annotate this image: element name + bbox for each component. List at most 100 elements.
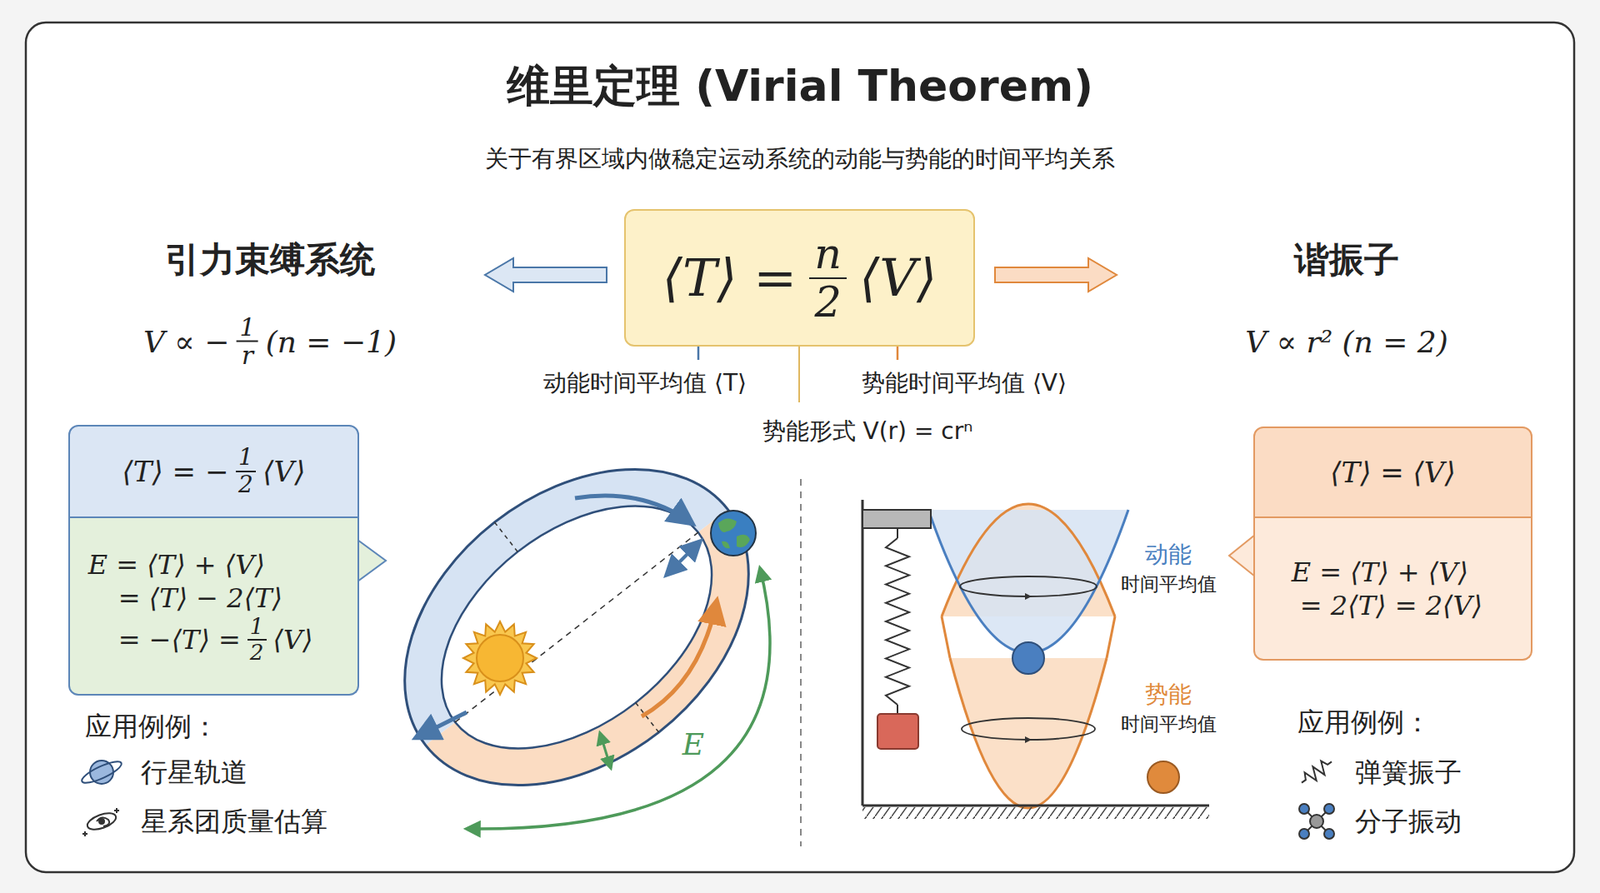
text-row: 势能形式 V(r) = crⁿ: [759, 416, 975, 446]
text-row: V ∝ −1r(n = −1): [140, 314, 401, 370]
energy-arc: [466, 568, 770, 830]
left-block-arrow: [485, 258, 607, 292]
text-row: E: [679, 725, 709, 764]
earth-part: [736, 535, 750, 548]
molecule-icon-part: [1305, 810, 1329, 834]
galaxy-icon-part: [82, 808, 120, 837]
oscillator-part: [928, 510, 1129, 654]
spring-mass-part: [861, 500, 865, 806]
earth-part: [710, 510, 756, 556]
text-row: = −⟨T⟩ =12⟨V⟩: [115, 615, 316, 665]
text-row: 引力束缚系统: [160, 238, 380, 283]
label-group: 弹簧振子: [1351, 755, 1465, 790]
label-group: 应用例例：: [1294, 705, 1435, 740]
label-group: 动能时间平均值 ⟨T⟩: [540, 368, 750, 398]
molecule-icon-part: [1299, 804, 1310, 815]
planet-icon-part: [79, 758, 124, 788]
orbit-arrow: [600, 733, 611, 769]
formula-text: E = ⟨T⟩ + ⟨V⟩: [1291, 555, 1469, 590]
denominator: 2: [235, 472, 256, 499]
text-row: 时间平均值: [1118, 712, 1220, 737]
spring-mass-part: [877, 714, 919, 750]
text-row: 动能时间平均值 ⟨T⟩: [540, 368, 750, 398]
label: 行星轨道: [140, 755, 248, 790]
galaxy-icon-part: [99, 819, 105, 825]
label: 动能: [1145, 540, 1192, 570]
text-row: 星系团质量估算: [137, 805, 331, 839]
orbit-arrow: [416, 712, 467, 738]
label: E: [682, 725, 705, 764]
numerator: n: [809, 230, 847, 280]
text-row: 应用例例：: [81, 710, 222, 744]
text-row: = 2⟨T⟩ = 2⟨V⟩: [1296, 589, 1486, 623]
orbit-ring-part: [343, 404, 810, 850]
oscillator-part: [928, 510, 1129, 654]
spring-mass-part: [896, 528, 899, 539]
label: 谐振子: [1294, 238, 1400, 283]
formula-text: = 2⟨T⟩ = 2⟨V⟩: [1300, 589, 1483, 623]
oscillator-part: [960, 576, 1097, 597]
fraction: 12: [247, 615, 267, 665]
orbit-ring-part: [395, 456, 757, 798]
label: 应用例例：: [85, 710, 219, 744]
sun: [463, 621, 537, 695]
spring-mass-part: [896, 705, 899, 715]
label-group: 引力束缚系统: [160, 238, 380, 283]
label-group: 星系团质量估算: [137, 805, 331, 839]
callout-body: E = ⟨T⟩ + ⟨V⟩= 2⟨T⟩ = 2⟨V⟩: [1253, 518, 1533, 661]
oscillator-part: [950, 658, 1107, 809]
callout-pointer: [357, 540, 386, 582]
outer-panel: [25, 22, 1575, 873]
label-group: 谐振子: [1290, 238, 1404, 283]
label-group: 行星轨道: [137, 755, 251, 790]
text-row: ⟨T⟩ = ⟨V⟩: [1326, 455, 1460, 491]
label: 关于有界区域内做稳定运动系统的动能与势能的时间平均关系: [485, 144, 1115, 174]
label-group: 关于有界区域内做稳定运动系统的动能与势能的时间平均关系: [482, 144, 1119, 174]
text-row: 应用例例：: [1294, 705, 1435, 740]
denominator: 2: [809, 279, 847, 326]
spring-mass-part-part: [885, 538, 910, 705]
form-leader: [798, 346, 800, 403]
earth-part: [721, 541, 730, 550]
numerator: 1: [247, 615, 267, 641]
spring-mass-part: [862, 510, 931, 529]
formula-text: ⟨V⟩: [859, 245, 937, 311]
orbit-arrow: [575, 495, 692, 524]
planet-icon-part: [90, 760, 114, 785]
text-row: 关于有界区域内做稳定运动系统的动能与势能的时间平均关系: [482, 144, 1119, 174]
spring-icon: [1297, 756, 1335, 789]
oscillator-part: [1025, 736, 1032, 744]
divider: [800, 479, 802, 847]
text-row: = ⟨T⟩ − 2⟨T⟩: [115, 581, 286, 615]
text-row: 势能时间平均值 ⟨V⟩: [859, 368, 1070, 398]
text-row: 动能: [1142, 540, 1195, 570]
earth-part: [718, 518, 737, 532]
label-group: V ∝ r² (n = 2): [1241, 323, 1452, 361]
oscillator: [928, 504, 1180, 809]
text-row: 时间平均值: [1118, 572, 1220, 597]
callout-head: ⟨T⟩ = −12⟨V⟩: [68, 425, 360, 519]
label-group: 动能: [1142, 540, 1195, 570]
label: 引力束缚系统: [165, 238, 375, 283]
text-row: ⟨T⟩ =n2⟨V⟩: [655, 230, 943, 326]
formula-text: = ⟨T⟩ − 2⟨T⟩: [118, 581, 283, 615]
molecule-icon-part: [1324, 804, 1335, 815]
label: 分子振动: [1355, 805, 1462, 839]
orbit-arrow: [666, 541, 700, 575]
oscillator-part: [1012, 642, 1045, 675]
label: 时间平均值: [1120, 712, 1217, 737]
oscillator-part: [1025, 593, 1032, 600]
label: 时间平均值: [1120, 572, 1217, 597]
molecule-icon-part: [1305, 810, 1329, 834]
text-row: V ∝ r² (n = 2): [1241, 323, 1452, 361]
label: 势能形式 V(r) = crⁿ: [762, 416, 974, 446]
callout-head: ⟨T⟩ = ⟨V⟩: [1253, 426, 1533, 519]
label-group: 应用例例：: [81, 710, 222, 744]
formula-text: ⟨V⟩: [272, 623, 313, 657]
oscillator-part: [961, 718, 1095, 740]
molecule-icon-part: [1299, 829, 1310, 840]
text-row: 谐振子: [1290, 238, 1404, 283]
spring-icon-part: [1297, 756, 1335, 789]
formula-text: ⟨T⟩ = −: [122, 454, 230, 490]
